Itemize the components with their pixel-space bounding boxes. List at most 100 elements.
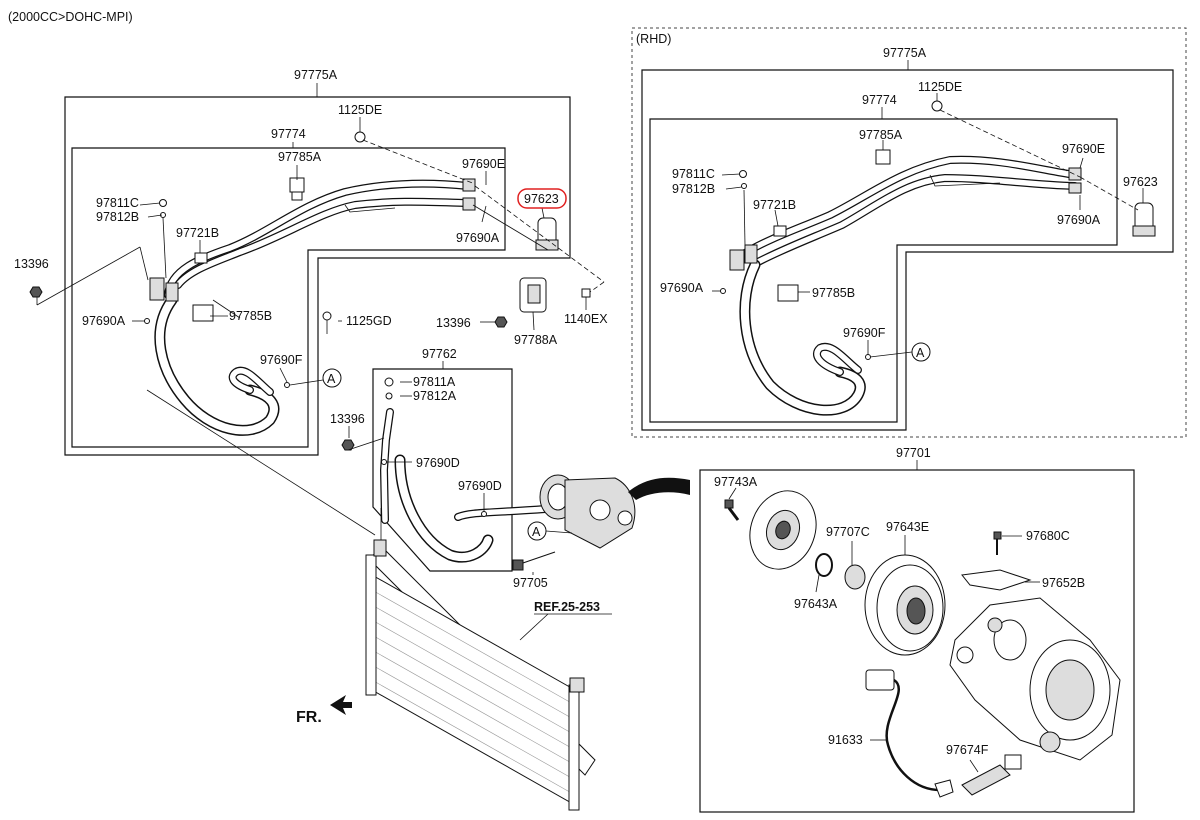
clip-97721B-lhd <box>194 252 208 264</box>
plate-97652B <box>961 569 1032 591</box>
label-97721B-rhd: 97721B <box>753 198 796 212</box>
engine-spec-note: (2000CC>DOHC-MPI) <box>8 10 133 24</box>
manifold-block-lhd <box>149 277 165 301</box>
bracket-97785A-rhd <box>875 149 891 165</box>
bolt-1125GD <box>322 311 332 321</box>
fitting-97690E-lhd <box>462 178 476 192</box>
frame-97774-rhd <box>649 118 1118 423</box>
label-97785B-rhd: 97785B <box>812 286 855 300</box>
detail-arrow <box>628 477 690 500</box>
label-97690E-rhd: 97690E <box>1062 142 1105 156</box>
bracket-97785A-lhd <box>289 177 305 193</box>
label-97643E: 97643E <box>886 520 929 534</box>
label-97690A-rhd-right: 97690A <box>1057 213 1101 227</box>
sensor-97674F <box>961 754 1022 796</box>
svg-text:A: A <box>327 372 336 386</box>
label-97690D-a: 97690D <box>416 456 460 470</box>
label-97652B: 97652B <box>1042 576 1085 590</box>
wire-harness-91633 <box>865 669 954 798</box>
callout-A-lhd <box>322 368 342 388</box>
label-97707C: 97707C <box>826 525 870 539</box>
label-97811C: 97811C <box>96 196 139 210</box>
discharge-hose-97762-group: 97762 97811A 97812A 13396 97690D 97690D <box>330 347 549 572</box>
condenser: REF.25-253 FR. <box>146 389 612 811</box>
label-97812B-rhd: 97812B <box>672 182 715 196</box>
label-1125DE-rhd: 1125DE <box>918 80 962 94</box>
rhd-hose-group: (RHD) <box>631 27 1187 438</box>
frame-97775A <box>64 96 571 456</box>
bolt-1125DE-rhd <box>931 100 943 112</box>
compressor-small: A 97705 <box>512 474 690 590</box>
label-97690F-rhd: 97690F <box>843 326 886 340</box>
label-97775A: 97775A <box>294 68 338 82</box>
label-1140EX: 1140EX <box>564 312 608 326</box>
svg-text:A: A <box>916 346 925 360</box>
label-97785A: 97785A <box>278 150 322 164</box>
label-13396-lower: 13396 <box>330 412 365 426</box>
rhd-dashed-frame <box>631 27 1187 438</box>
callout-A-rhd <box>911 342 931 362</box>
label-97623-rhd: 97623 <box>1123 175 1158 189</box>
frame-97774 <box>71 147 506 448</box>
highlight-97623 <box>517 188 567 209</box>
label-97788A: 97788A <box>514 333 558 347</box>
label-97785A-rhd: 97785A <box>859 128 903 142</box>
label-97811A: 97811A <box>413 375 456 389</box>
compressor-body <box>949 597 1121 761</box>
nut-13396-left <box>29 286 43 298</box>
bracket-97785B-rhd <box>777 284 799 302</box>
frame-97762 <box>372 368 513 572</box>
label-97743A: 97743A <box>714 475 758 489</box>
label-97680C: 97680C <box>1026 529 1070 543</box>
snap-ring-97643A <box>815 553 833 577</box>
frame-97775A-rhd <box>641 69 1174 431</box>
nut-13396-mid <box>494 316 508 328</box>
label-91633: 91633 <box>828 733 863 747</box>
label-97705: 97705 <box>513 576 548 590</box>
bracket-97785B-lhd <box>192 304 214 322</box>
label-97690E: 97690E <box>462 157 505 171</box>
fitting-97690A-lhd-top <box>462 197 476 211</box>
label-97762: 97762 <box>422 347 457 361</box>
compressor-detail-97701: 97701 97743A 97707C 97643E 97680C 97652B… <box>699 446 1135 813</box>
label-97623[interactable]: 97623 <box>524 192 559 206</box>
label-97690A: 97690A <box>456 231 500 245</box>
ring-97707C <box>844 564 866 590</box>
label-97812A: 97812A <box>413 389 457 403</box>
label-97775A-rhd: 97775A <box>883 46 927 60</box>
label-97690A-rhd-left: 97690A <box>660 281 704 295</box>
label-13396-mid: 13396 <box>436 316 471 330</box>
label-1125GD: 1125GD <box>346 314 392 328</box>
nut-13396-lower <box>341 439 355 451</box>
label-13396-left: 13396 <box>14 257 49 271</box>
pulley-97643E <box>864 554 946 656</box>
rhd-note: (RHD) <box>636 32 671 46</box>
label-97690A-left: 97690A <box>82 314 126 328</box>
label-97690F: 97690F <box>260 353 303 367</box>
front-label: FR. <box>296 709 322 726</box>
label-97690D-b: 97690D <box>458 479 502 493</box>
core-97812A <box>385 392 393 400</box>
label-97774: 97774 <box>271 127 306 141</box>
label-97812B: 97812B <box>96 210 139 224</box>
label-97674F: 97674F <box>946 743 989 757</box>
svg-text:A: A <box>532 525 541 539</box>
label-97643A: 97643A <box>794 597 838 611</box>
bracket-97788A <box>519 277 547 313</box>
bolt-1140EX <box>581 288 591 298</box>
front-arrow-icon <box>330 695 352 715</box>
label-1125DE: 1125DE <box>338 103 382 117</box>
clutch-hub <box>749 490 817 570</box>
cap-97811A <box>384 377 394 387</box>
receiver-drier-97623-rhd <box>1132 202 1156 237</box>
label-97785B: 97785B <box>229 309 272 323</box>
cap-97811C-lhd <box>159 199 167 207</box>
label-97774-rhd: 97774 <box>862 93 897 107</box>
ref-label[interactable]: REF.25-253 <box>534 600 600 614</box>
label-97811C-rhd: 97811C <box>672 167 715 181</box>
lhd-hose-group: A 97775A 1125DE 97774 97785A 97690E 9762… <box>14 68 608 456</box>
label-97721B: 97721B <box>176 226 219 240</box>
receiver-drier-97623 <box>535 217 559 251</box>
label-97701: 97701 <box>896 446 931 460</box>
